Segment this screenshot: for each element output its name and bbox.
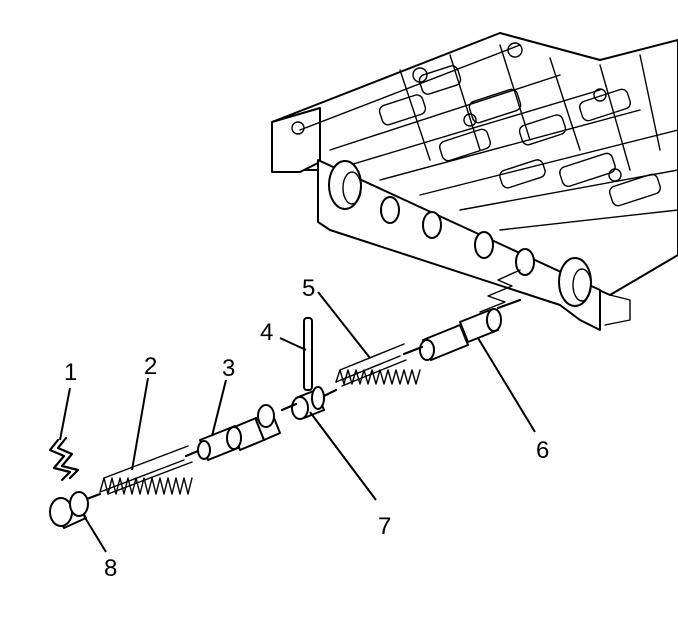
part-5-spring <box>335 343 424 387</box>
bore-break-line <box>479 269 521 313</box>
leader-2 <box>131 377 149 471</box>
part-7-sleeve <box>291 386 338 420</box>
leader-8 <box>83 515 107 553</box>
leader-5 <box>317 291 371 359</box>
callout-6: 6 <box>536 437 549 464</box>
leader-6 <box>477 337 536 433</box>
leader-4 <box>279 337 307 351</box>
part-3-valve <box>197 402 298 461</box>
callout-5: 5 <box>302 275 315 302</box>
part-6-valve <box>419 298 522 361</box>
leader-1 <box>59 387 71 441</box>
part-8-plug <box>49 491 102 529</box>
part-1-retainer-clip <box>48 436 80 482</box>
leader-7 <box>309 411 377 501</box>
part-4-pin <box>303 317 313 391</box>
callout-3: 3 <box>222 355 235 382</box>
leader-3 <box>211 379 227 437</box>
callout-4: 4 <box>260 319 273 346</box>
callout-2: 2 <box>144 353 157 380</box>
callout-1: 1 <box>64 359 77 386</box>
valve-body-casting <box>271 32 678 331</box>
callout-8: 8 <box>104 555 117 582</box>
part-2-spring <box>99 445 200 495</box>
callout-7: 7 <box>378 513 391 540</box>
